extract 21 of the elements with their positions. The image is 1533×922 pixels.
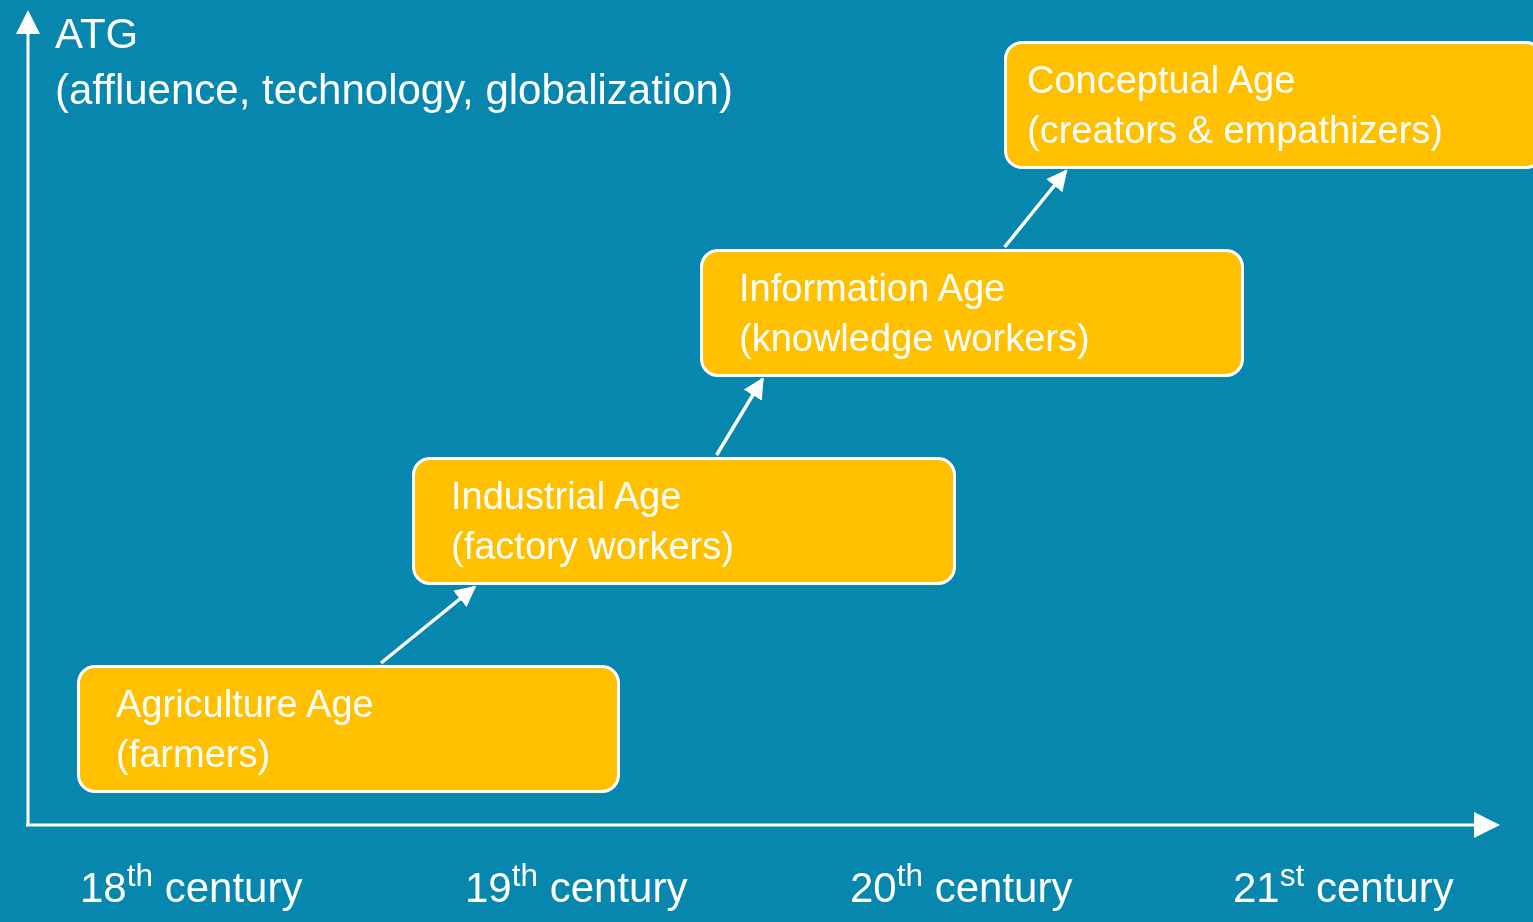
age-subtitle: (farmers) <box>116 732 272 777</box>
arrow <box>1003 169 1068 249</box>
age-title: Conceptual Age <box>1027 58 1297 103</box>
century-label: 21$^{st}$ century <box>1233 862 1454 913</box>
age-box <box>412 457 956 585</box>
age-subtitle: (knowledge workers) <box>739 316 1091 361</box>
age-title: Agriculture Age <box>116 682 375 727</box>
age-title: Information Age <box>739 266 1007 311</box>
century-label: 19$^{th}$ century <box>465 862 688 913</box>
arrow <box>715 377 765 456</box>
age-title: Industrial Age <box>451 474 683 519</box>
age-subtitle: (factory workers) <box>451 524 735 569</box>
axis-title: (affluence, technology, globalization) <box>55 65 733 115</box>
age-subtitle: (creators & empathizers) <box>1027 108 1444 153</box>
age-box <box>1004 41 1533 169</box>
axis-title: ATG <box>55 9 139 59</box>
century-label: 18$^{th}$ century <box>80 862 303 913</box>
arrow <box>379 585 477 665</box>
century-label: 20$^{th}$ century <box>850 862 1073 913</box>
age-box <box>700 249 1244 377</box>
age-box <box>77 665 620 793</box>
